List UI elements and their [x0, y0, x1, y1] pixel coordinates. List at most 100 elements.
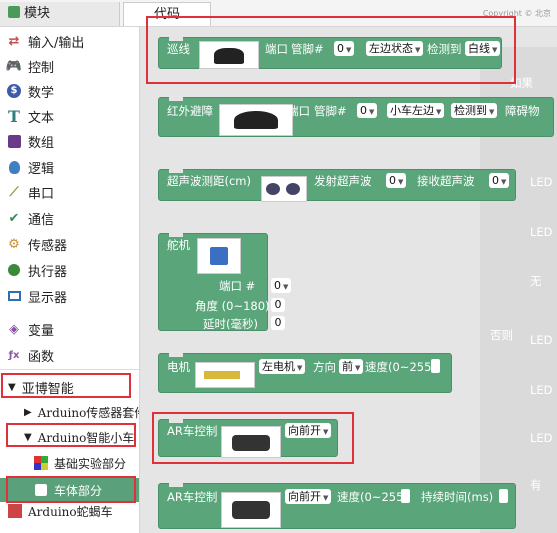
- speed-input-slot[interactable]: [401, 489, 410, 503]
- block-notch: [169, 233, 183, 237]
- tab-module[interactable]: 模块: [0, 2, 120, 26]
- line-color-dropdown[interactable]: 白线▼: [465, 41, 501, 56]
- math-icon: $: [6, 83, 22, 99]
- tree-yabo[interactable]: ▼亚博智能: [8, 381, 74, 397]
- block-notch: [169, 97, 183, 101]
- side-dropdown[interactable]: 小车左边▼: [387, 103, 445, 118]
- caret-down-icon: ▼: [346, 46, 352, 54]
- motor-select-dropdown[interactable]: 左电机▼: [259, 359, 306, 374]
- tree-basic-experiment[interactable]: 基础实验部分: [0, 451, 139, 475]
- block-motor[interactable]: 电机 左电机▼ 方向 前▼ 速度(0~255): [158, 353, 452, 393]
- sidebar-divider: [0, 369, 139, 370]
- expand-down-icon: ▼: [8, 381, 16, 393]
- signal-icon: ✔: [8, 210, 20, 226]
- copyright-text: Copyright © 北京: [482, 9, 551, 18]
- caret-down-icon: ▼: [323, 494, 329, 502]
- category-io[interactable]: ⇄输入/输出: [0, 29, 139, 53]
- ar-car-image: [221, 426, 281, 458]
- caret-down-icon: ▼: [398, 178, 404, 186]
- category-communication[interactable]: ✔通信: [0, 206, 139, 230]
- monitor-icon: [6, 288, 22, 304]
- category-math[interactable]: $数学: [0, 79, 139, 103]
- block-notch: [169, 169, 183, 173]
- tab-code[interactable]: 代码: [123, 2, 211, 26]
- actuator-icon: [6, 262, 22, 278]
- caret-down-icon: ▼: [501, 178, 507, 186]
- caret-down-icon: ▼: [436, 108, 442, 116]
- highlight-line-block: [146, 16, 516, 84]
- plug-icon: ⟋: [9, 184, 19, 200]
- line-sensor-image: [199, 41, 259, 69]
- duration-input-slot[interactable]: [499, 489, 508, 503]
- variable-icon: ◈: [9, 321, 19, 337]
- highlight-smart-car: [6, 423, 136, 447]
- direction-dropdown[interactable]: 前▼: [339, 359, 364, 374]
- caret-down-icon: ▼: [415, 46, 421, 54]
- category-display[interactable]: 显示器: [0, 284, 139, 308]
- send-pin-dropdown[interactable]: 0▼: [386, 173, 407, 188]
- block-notch: [169, 419, 183, 423]
- block-ultrasonic[interactable]: 超声波测距(cm) 发射超声波 0▼ 接收超声波 0▼: [158, 169, 516, 202]
- arrows-icon: ⇄: [8, 33, 20, 49]
- block-notch: [169, 483, 183, 487]
- puzzle-icon: [8, 6, 20, 18]
- ir-sensor-image: [219, 104, 293, 136]
- recv-pin-dropdown[interactable]: 0▼: [489, 173, 510, 188]
- ultrasonic-sensor-image: [261, 176, 307, 202]
- category-variable[interactable]: ◈变量: [0, 317, 139, 341]
- block-ar-car-control-speed[interactable]: AR车控制 向前开▼ 速度(0~255) 持续时间(ms): [158, 483, 516, 529]
- bulb-icon: [6, 159, 22, 175]
- highlight-car-body: [6, 476, 136, 503]
- category-serial[interactable]: ⟋串口: [0, 180, 139, 204]
- block-ir-avoidance[interactable]: 红外避障 端口 管脚# 0▼ 小车左边▼ 检测到▼ 障碍物: [158, 97, 554, 137]
- block-workspace[interactable]: 如果 LED LED 无 LED 否则 LED LED 有 巡线 端口 管脚# …: [140, 27, 557, 533]
- caret-down-icon: ▼: [323, 428, 329, 436]
- pin-dropdown[interactable]: 0▼: [334, 41, 355, 56]
- text-icon: T: [8, 106, 20, 126]
- expand-right-icon: ▶: [24, 406, 32, 418]
- category-array[interactable]: 数组: [0, 129, 139, 153]
- block-line-tracking[interactable]: 巡线 端口 管脚# 0▼ 左边状态▼ 检测到 白线▼: [158, 37, 502, 69]
- servo-delay-input[interactable]: 0: [271, 316, 285, 330]
- gamepad-icon: 🎮: [5, 58, 23, 74]
- detect-dropdown[interactable]: 检测到▼: [451, 103, 498, 118]
- caret-down-icon: ▼: [297, 364, 303, 372]
- tree-sensor-kit[interactable]: ▶Arduino传感器套件: [24, 405, 140, 420]
- category-logic[interactable]: 逻辑: [0, 155, 139, 179]
- cube-icon: [8, 504, 22, 518]
- array-icon: [6, 133, 22, 149]
- block-ar-car-control[interactable]: AR车控制 向前开▼: [158, 419, 338, 458]
- tree-next-item[interactable]: Arduino蛇蝎车: [0, 504, 139, 518]
- block-servo[interactable]: 舵机 端口 # 0▼ 角度 (0~180) 0 延时(毫秒) 0: [158, 233, 292, 331]
- servo-port-dropdown[interactable]: 0▼: [271, 278, 292, 293]
- category-control[interactable]: 🎮控制: [5, 58, 55, 76]
- pin-dropdown[interactable]: 0▼: [357, 103, 378, 118]
- cube-icon: [34, 456, 48, 470]
- caret-down-icon: ▼: [489, 108, 495, 116]
- servo-angle-input[interactable]: 0: [271, 298, 285, 312]
- speed-input-slot[interactable]: [431, 359, 440, 373]
- category-actuator[interactable]: 执行器: [0, 258, 139, 282]
- tree-smart-car[interactable]: ▼Arduino智能小车: [24, 430, 135, 445]
- block-notch: [169, 353, 183, 357]
- ar-car-image: [221, 492, 281, 528]
- category-sensor[interactable]: ⚙传感器: [0, 232, 139, 256]
- cube-icon: [34, 483, 48, 497]
- tree-car-body[interactable]: 车体部分: [0, 478, 139, 502]
- side-dropdown[interactable]: 左边状态▼: [366, 41, 424, 56]
- ar-action-dropdown[interactable]: 向前开▼: [285, 489, 332, 504]
- top-bar: 模块 代码 Copyright © 北京: [0, 0, 557, 27]
- highlight-yabo: [1, 373, 131, 398]
- expand-down-icon: ▼: [24, 431, 32, 443]
- sensor-icon: ⚙: [8, 236, 20, 252]
- caret-down-icon: ▼: [492, 46, 498, 54]
- motor-image: [195, 362, 255, 388]
- servo-image: [197, 238, 241, 274]
- highlight-ar-block: [152, 412, 354, 464]
- block-notch: [169, 37, 183, 41]
- ar-action-dropdown[interactable]: 向前开▼: [285, 423, 332, 438]
- caret-down-icon: ▼: [283, 283, 289, 291]
